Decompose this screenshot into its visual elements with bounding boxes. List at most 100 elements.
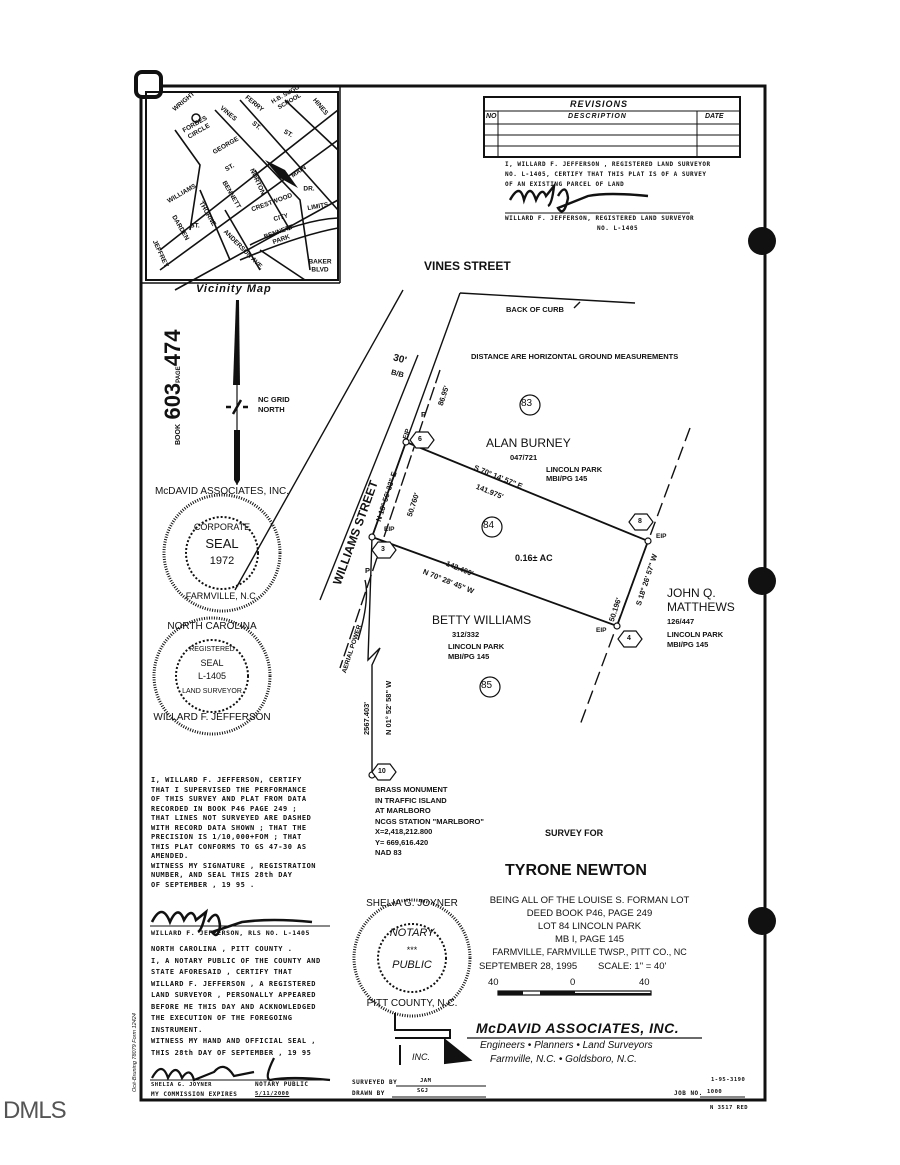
point-number: 3 [381,546,385,553]
certificate-line: OF SEPTEMBER , 19 95 . [151,880,255,889]
cert-line: NO. L-1405, CERTIFY THAT THIS PLAT IS OF… [505,171,707,178]
notary-signature [151,1057,331,1082]
point-number: 10 [378,768,386,775]
seal-text: CORPORATE [193,522,251,532]
certificate-line: THIS PLAT CONFORMS TO GS 47-30 AS [151,842,307,851]
monument-note: BRASS MONUMENT IN TRAFFIC ISLAND AT MARL… [375,785,484,859]
client-name: TYRONE NEWTON [505,862,647,879]
scale-tick: 40 [488,977,499,988]
survey-date: SEPTEMBER 28, 1995 [479,961,578,972]
seal-text: L-1405 [197,671,227,681]
measurement-note: DISTANCE ARE HORIZONTAL GROUND MEASUREME… [471,352,679,361]
certificate-line: WITNESS MY HAND AND OFFICIAL SEAL , [151,1037,317,1045]
revisions-col-no: NO [486,113,497,120]
distance-label: 2567.403' [362,701,371,735]
certificate-line: THAT I SUPERVISED THE PERFORMANCE [151,785,307,794]
seal-text: WILLARD F. JEFFERSON [153,712,271,723]
back-of-curb-label: BACK OF CURB [506,305,564,314]
seal-text: PITT COUNTY, N.C. [366,998,458,1009]
street-label: DR. [303,185,315,193]
company-name: McDAVID ASSOCIATES, INC. [476,1020,680,1036]
lot-number: 84 [483,520,495,531]
seal-text: NORTH CAROLINA [167,621,257,632]
monument-line: X=2,418,212.800 [375,827,433,836]
revisions-table-lines [483,96,741,214]
pole-label: P [421,410,427,419]
seal-text: PUBLIC [392,959,432,971]
description-line: LOT 84 LINCOLN PARK [537,921,642,932]
lot-circles [479,394,541,698]
certificate-line: AMENDED. [151,852,189,860]
owner-name: ALAN BURNEY [486,436,571,450]
hole-punch [748,567,776,595]
seal-text: SEAL [200,658,224,668]
certificate-line: WITH RECORD DATA SHOWN ; THAT THE [151,823,307,832]
eip-label: EIP [656,533,667,540]
page-label: PAGE [176,366,182,383]
owner-name: MATTHEWS [667,600,735,614]
surveyor-number: NO. L-1405 [597,225,639,232]
seal-rings [152,493,472,1018]
monument-line: NCGS STATION "MARLBORO" [375,816,484,826]
watermark: DMLS [3,1097,67,1124]
surveyor-signature-2 [150,908,313,937]
certificate-line: OF THIS SURVEY AND PLAT FROM DATA [151,795,307,803]
revisions-col-description: DESCRIPTION [568,113,627,120]
corner-mark [134,70,163,99]
seal-text: NOTARY [389,927,435,939]
notary-title: NOTARY PUBLIC [255,1081,309,1088]
logo-text: INC. [412,1052,430,1062]
certificate-line: THIS 28th DAY OF SEPTEMBER , 19 95 [151,1048,312,1057]
monument-line: IN TRAFFIC ISLAND [375,795,447,805]
certificate-line: STATE AFORESAID , CERTIFY THAT [151,968,293,976]
lot-area: 0.16± AC [515,553,553,563]
surveyor-signature [508,182,649,213]
monument-line: Y= 669,616.420 [375,837,429,847]
description-line: DEED BOOK P46, PAGE 249 [526,908,653,919]
seal-text: McDAVID ASSOCIATES, INC. [154,486,290,497]
certificate-line: NUMBER, AND SEAL THIS 28th DAY [151,871,293,879]
hole-punch [748,227,776,255]
plat-lines [234,289,691,775]
owner-plat: MBI/PG 145 [546,474,588,483]
form-number-margin: Océ-Bruning 78079 Form 12424 [132,1013,138,1092]
point-number: 6 [418,436,422,443]
certificate-line: NORTH CAROLINA , PITT COUNTY . [151,945,293,953]
file-number: 1-95-3190 [711,1077,746,1083]
certificate-line: RECORDED IN BOOK P46 PAGE 249 ; [151,804,298,813]
surveyor-certificate: I, WILLARD F. JEFFERSON, CERTIFY THAT I … [151,776,316,890]
monument-line: AT MARLBORO [375,806,431,815]
site-arrow-icon [265,160,298,188]
point-number: 4 [627,635,631,642]
seal-text: FARMVILLE, N.C. [185,591,259,601]
certificate-line: PRECISION IS 1/10,000+FOM ; THAT [151,833,302,841]
owner-plat: MBI/PG 145 [448,652,490,661]
hole-punch [748,907,776,935]
certificate-line: I, WILLARD F. JEFFERSON, CERTIFY [151,776,302,784]
owner-subdivision: LINCOLN PARK [667,630,724,639]
surveyor-certification: I, WILLARD F. JEFFERSON , REGISTERED LAN… [505,160,711,190]
certificate-line: I, A NOTARY PUBLIC OF THE COUNTY AND [151,956,321,965]
page-number: 474 [160,329,185,367]
point-number: 8 [638,518,642,525]
company-locations: Farmville, N.C. • Goldsboro, N.C. [490,1054,637,1065]
footer-code: N 3517 RED [710,1105,749,1111]
scale-tick: 40 [639,977,650,988]
certificate-line: BEFORE ME THIS DAY AND ACKNOWLEDGED [151,1002,317,1011]
street-label: ST. [190,222,200,230]
company-tagline: Engineers • Planners • Land Surveyors [480,1040,653,1051]
seal-text: LAND SURVEYOR [182,688,242,695]
drawn-by: SGJ [417,1088,429,1094]
point-hexagons [371,431,654,781]
scale-tick: 0 [570,977,576,988]
vicinity-map-frame [145,91,339,281]
certificate-line: THE EXECUTION OF THE FOREGOING [151,1014,293,1022]
monument-line: NAD 83 [375,848,402,857]
surveyed-by-label: SURVEYED BY [352,1079,398,1086]
iron-pins [368,438,652,779]
seal-text: REGISTERED [189,646,235,653]
certificate-line: THAT LINES NOT SURVEYED ARE DASHED [151,814,312,822]
owner-deed: 126/447 [667,617,695,626]
commission-label: MY COMMISSION EXPIRES [151,1091,238,1098]
